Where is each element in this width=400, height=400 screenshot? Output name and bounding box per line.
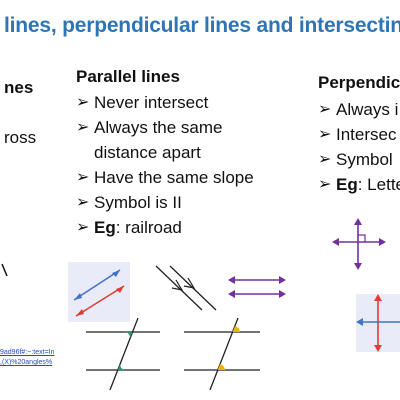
reference-link-line-1[interactable]: 9ad96f#:~:text=In: [0, 349, 55, 356]
right-arrow-icon: ➢: [76, 119, 90, 136]
parallel-bullet-5: ➢Eg: railroad: [76, 215, 254, 240]
reference-link-line-2[interactable]: ,(X)%20angles%: [0, 359, 53, 366]
right-arrow-icon: ➢: [76, 219, 90, 236]
right-arrow-icon: ➢: [318, 176, 332, 193]
perpendicular-cross-figure: [332, 218, 386, 270]
perpendicular-lines-heading: Perpendic: [318, 73, 400, 92]
slide-title: lines, perpendicular lines and intersect…: [4, 14, 400, 37]
parallel-lines-figure-purple: [228, 276, 286, 298]
right-arrow-icon: ➢: [318, 101, 332, 118]
perpendicular-bullet-2: ➢Intersec: [318, 122, 400, 147]
parallel-bullet-1: ➢Never intersect: [76, 90, 254, 115]
right-arrow-icon: ➢: [318, 151, 332, 168]
left-column-heading: nes: [4, 78, 34, 97]
parallel-lines-figure-colored: [68, 262, 130, 322]
perpendicular-bullet-1: ➢Always i: [318, 97, 400, 122]
transversal-figure-gold-angles: [184, 318, 260, 390]
parallel-bullet-3: ➢Have the same slope: [76, 165, 254, 190]
left-column-fragment: ross: [4, 128, 37, 147]
right-arrow-icon: ➢: [76, 194, 90, 211]
left-line-fragment: [1, 263, 8, 277]
perpendicular-bullet-3: ➢Symbol: [318, 147, 400, 172]
right-arrow-icon: ➢: [76, 169, 90, 186]
right-arrow-icon: ➢: [318, 126, 332, 143]
perpendicular-bullet-4: ➢Eg: Lette: [318, 172, 400, 197]
parallel-lines-figure-diagonal: [155, 265, 217, 311]
right-arrow-icon: ➢: [76, 94, 90, 111]
perpendicular-lines-figure-colored: [356, 294, 400, 352]
perpendicular-lines-bullets: ➢Always i ➢Intersec ➢Symbol ➢Eg: Lette: [318, 97, 400, 197]
parallel-lines-heading: Parallel lines: [76, 67, 180, 86]
parallel-bullet-4: ➢Symbol is II: [76, 190, 254, 215]
transversal-figure-green-angles: [86, 318, 160, 390]
